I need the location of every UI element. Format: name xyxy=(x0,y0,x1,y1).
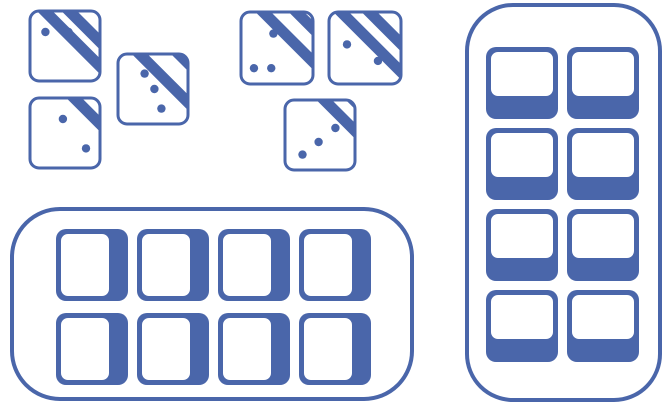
die-pip xyxy=(150,85,158,93)
die-outline xyxy=(30,11,100,81)
die-pip xyxy=(267,64,275,72)
die-pip xyxy=(140,69,148,77)
die-pip xyxy=(64,28,72,36)
tray-slot xyxy=(567,47,639,119)
die-stripes xyxy=(4,28,243,238)
tray-slot xyxy=(299,313,371,385)
tray-slot xyxy=(486,47,558,119)
tray-slot xyxy=(567,209,639,281)
die-pip xyxy=(157,104,165,112)
die-pip xyxy=(374,57,382,65)
die-stripes xyxy=(191,0,440,156)
horizontal-tray xyxy=(12,209,412,399)
tray-slot xyxy=(137,313,209,385)
tray-slot xyxy=(56,313,128,385)
vertical-tray xyxy=(467,5,660,400)
die-outline xyxy=(329,12,401,84)
die-pip xyxy=(82,144,90,152)
die-pip xyxy=(59,115,67,123)
die-pip xyxy=(314,138,322,146)
loose-dice-group xyxy=(0,0,513,240)
die-pip xyxy=(269,29,277,37)
die-pip xyxy=(41,28,49,36)
tray-slot xyxy=(137,229,209,301)
die-three-icon xyxy=(191,0,440,156)
tray-slot xyxy=(299,229,371,301)
die-outline xyxy=(285,100,355,170)
tray-slot xyxy=(567,290,639,362)
tray-slot xyxy=(218,229,290,301)
tray-slot xyxy=(486,290,558,362)
die-pip xyxy=(343,40,351,48)
die-pip xyxy=(298,150,306,158)
tray-slot xyxy=(486,209,558,281)
die-pip xyxy=(78,43,86,51)
tray-slot xyxy=(567,128,639,200)
tray-slot xyxy=(218,313,290,385)
die-two-icon xyxy=(4,28,243,238)
tray-slot xyxy=(486,128,558,200)
die-pip xyxy=(331,124,339,132)
die-pip xyxy=(250,64,258,72)
tray-slot xyxy=(56,229,128,301)
